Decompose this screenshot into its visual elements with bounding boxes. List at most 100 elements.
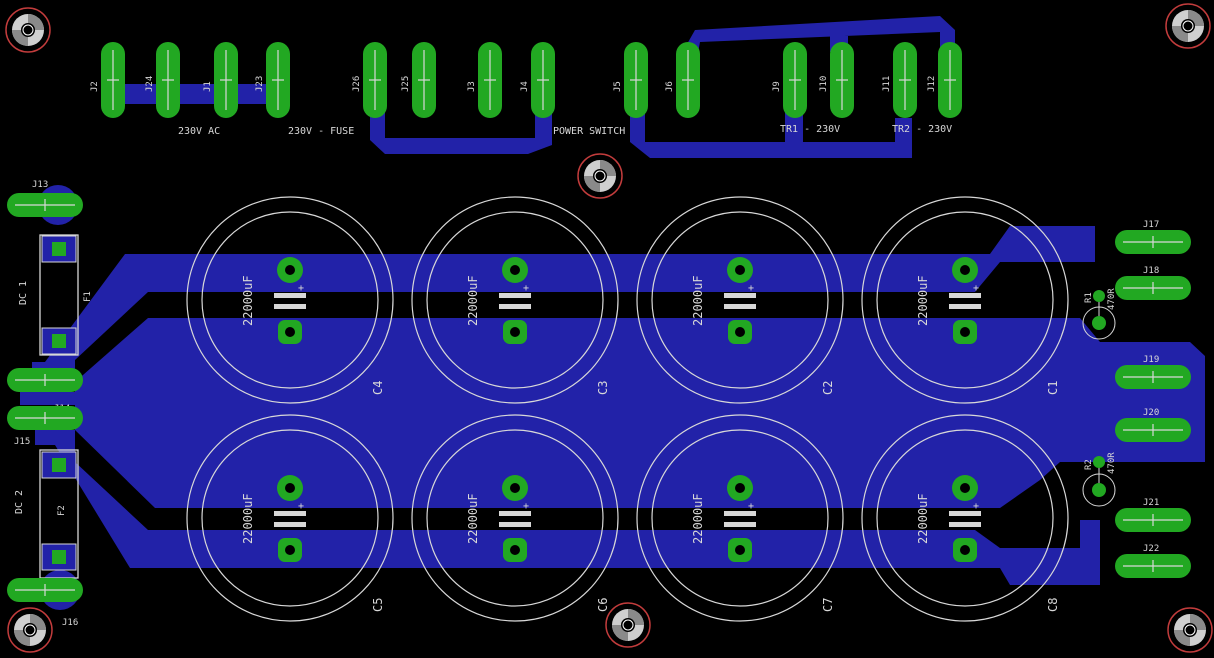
capacitor-plate [949,304,981,309]
capacitor-value: 22000uF [916,493,930,544]
connector-label: J13 [32,180,48,190]
mounting-hole-center [622,619,634,631]
capacitor-drill [285,483,295,493]
connector-label: J16 [62,618,78,628]
connector-label: J19 [1143,355,1159,365]
connector-label: J23 [255,76,265,92]
capacitor-value: 22000uF [241,493,255,544]
connector-label: J22 [1143,544,1159,554]
capacitor-plate [949,522,981,527]
mounting-hole-ring [605,602,651,648]
capacitor-plate [499,304,531,309]
label-r2-value: 470R [1107,452,1117,474]
capacitor-drill [285,265,295,275]
label-tr1: TR1 - 230V [780,124,840,135]
label-tr2: TR2 - 230V [892,124,952,135]
capacitor-plate [499,293,531,298]
capacitor-value: 22000uF [691,275,705,326]
capacitor-ref: C7 [821,598,835,612]
capacitor-ref: C3 [596,381,610,395]
capacitor-outer-outline [186,196,394,404]
capacitor-inner-outline [651,211,829,389]
f2-pad-a [52,458,66,472]
label-r2: R2 [1084,459,1094,470]
mounting-hole-center [1182,20,1194,32]
capacitor-drill [960,265,970,275]
capacitor-drill [510,545,520,555]
connector-j18: J18 [1115,266,1191,300]
mounting-hole-ring [577,153,623,199]
capacitor-plate [949,511,981,516]
capacitor-value: 22000uF [466,493,480,544]
f1-pad-a [52,242,66,256]
capacitor-inner-outline [201,211,379,389]
capacitor-outer-outline [636,414,844,622]
connector-label: J2 [90,81,100,92]
capacitor-polarity: + [748,501,754,512]
connector-label: J1 [203,81,213,92]
capacitor-drill [960,327,970,337]
connector-label: J10 [819,76,829,92]
capacitor-outer-outline [636,196,844,404]
capacitor-value: 22000uF [241,275,255,326]
connector-label: J21 [1143,498,1159,508]
connector-label: J18 [1143,266,1159,276]
mounting-hole-ring [5,7,51,53]
connector-label: J11 [882,76,892,92]
connector-label: J4 [520,81,530,92]
connector-j16: J16 [7,578,83,628]
connector-j2: J2 [90,42,125,118]
capacitor-polarity: + [523,283,529,294]
resistor-pads [1092,290,1106,497]
label-r1-value: 470R [1107,288,1117,310]
capacitor-drill [510,265,520,275]
connector-j15: J15 [7,406,83,447]
capacitor-plate [499,522,531,527]
mounting-hole-center [1184,624,1196,636]
capacitor-ref: C4 [371,381,385,395]
label-f1: F1 [83,291,93,302]
connector-j22: J22 [1115,544,1191,578]
connector-j6: J6 [665,42,700,118]
capacitor-drill [735,265,745,275]
connector-j1: J1 [203,42,238,118]
capacitor-plate [274,304,306,309]
top-loop-trace [678,16,955,70]
mounting-hole [605,602,651,648]
mounting-hole-center [594,170,606,182]
capacitor-drill [285,327,295,337]
f1-pad-b [52,334,66,348]
capacitor-plate [724,304,756,309]
f2-bottom-clip [41,543,77,571]
capacitor-drill [735,545,745,555]
capacitor-plate [724,511,756,516]
connector-j17: J17 [1115,220,1191,254]
connector-j4: J4 [520,42,555,118]
connector-j20: J20 [1115,408,1191,442]
label-power-switch: POWER SWITCH [553,126,625,137]
capacitor-plate [499,511,531,516]
connector-label: J6 [665,81,675,92]
capacitor-outer-outline [861,414,1069,622]
capacitor-plate [724,293,756,298]
capacitor-plate [274,522,306,527]
connector-j26: J26 [352,42,387,118]
mounting-hole [1165,3,1211,49]
r2-pad-b [1092,483,1106,497]
capacitor-ref: C2 [821,381,835,395]
label-f2: F2 [57,505,67,516]
connector-label: J20 [1143,408,1159,418]
capacitor-polarity: + [973,501,979,512]
mounting-hole-ring [1165,3,1211,49]
connector-j13: J13 [7,180,83,217]
r2-pad-a [1093,456,1105,468]
mounting-hole-ring [1167,607,1213,653]
connector-label: J25 [401,76,411,92]
